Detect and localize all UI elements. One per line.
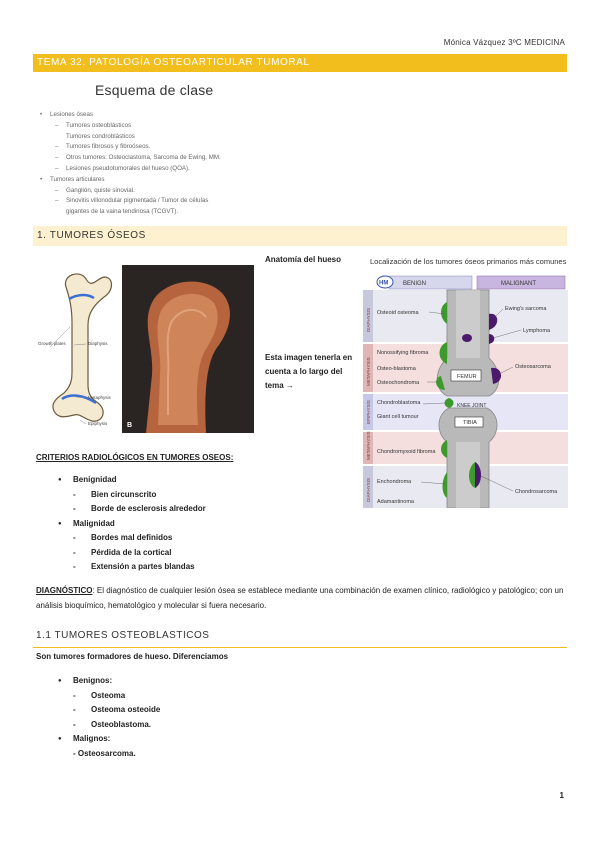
criteria-title-colon: : — [230, 453, 234, 462]
subsection-intro: Son tumores formadores de hueso. Diferen… — [36, 652, 229, 661]
photo-label: B — [127, 422, 132, 429]
benign-label: Nonossifying fibroma — [377, 350, 429, 356]
diagnostic-text: : El diagnóstico de cualquier lesión óse… — [36, 586, 564, 610]
list-item: - Osteosarcoma. — [73, 748, 136, 758]
list-item: Benignidad — [36, 473, 206, 488]
benign-header: BENIGN — [403, 281, 426, 287]
criteria-title: CRITERIOS RADIOLÓGICOS EN TUMORES OSEOS: — [36, 453, 233, 462]
scheme-item: Otros tumores: Osteoclastoma, Sarcoma de… — [38, 153, 221, 164]
malignant-label: Ewing's sarcoma — [505, 306, 547, 312]
list-item: Bordes mal definidos — [36, 531, 206, 546]
zone-label: EPIPHYSIS — [366, 400, 371, 424]
malignant-label: Chondrosarcoma — [515, 489, 558, 495]
tibia-label: TIBIA — [463, 420, 477, 426]
scheme-item: Sinovitis villonodular pigmentada / Tumo… — [38, 196, 221, 207]
malignant-label: Lymphoma — [523, 328, 551, 334]
topic-title: TEMA 32. PATOLOGÍA OSTEOARTICULAR TUMORA… — [37, 57, 310, 68]
list-item: Malignidad — [36, 517, 206, 532]
list-item: Benignos: — [36, 674, 160, 689]
list-item: Osteoblastoma. — [36, 718, 160, 733]
criteria-title-text: CRITERIOS RADIOLÓGICOS EN TUMORES OSEOS — [36, 453, 231, 462]
list-item: Borde de esclerosis alrededor — [36, 502, 206, 517]
diagram-title: Localización de los tumores óseos primar… — [370, 257, 567, 266]
scheme-item: Tumores condroblásticos — [66, 132, 135, 140]
scheme-item: Lesiones óseas — [38, 110, 221, 121]
criteria-list: Benignidad Bien circunscrito Borde de es… — [36, 473, 206, 575]
benign-label: Enchondroma — [377, 479, 412, 485]
list-item: Extensión a partes blandas — [36, 560, 206, 575]
anatomy-label: Anatomía del hueso — [265, 255, 342, 264]
page-number: 1 — [559, 791, 564, 800]
list-item: Bien circunscrito — [36, 488, 206, 503]
hm-logo: HM — [379, 281, 388, 287]
subsection-title: 1.1 TUMORES OSTEOBLASTICOS — [36, 630, 210, 641]
zone-label: DIAPHYSIS — [366, 478, 371, 502]
osteoblastic-list: Benignos: Osteoma Osteoma osteoide Osteo… — [36, 674, 160, 761]
subsection-divider — [33, 647, 567, 648]
benign-label: Adamantinoma — [377, 499, 415, 505]
scheme-item: Tumores osteoblásticos — [38, 121, 221, 132]
diagnostic-paragraph: DIAGNÓSTICO: El diagnóstico de cualquier… — [36, 583, 566, 613]
zone-label: DIAPHYSIS — [366, 308, 371, 332]
label-epiphysis: Epiphysis — [88, 421, 108, 426]
list-item: Osteoma osteoide — [36, 703, 160, 718]
section-title: 1. TUMORES ÓSEOS — [37, 230, 146, 241]
scheme-item: Lesiones pseudotumorales del hueso (QOA)… — [38, 164, 221, 175]
zone-label: METAPHYSIS — [366, 431, 371, 460]
label-metaphysis: Metaphysis — [88, 395, 112, 400]
scheme-item: Tumores articulares — [38, 175, 221, 186]
diagnostic-label: DIAGNÓSTICO — [36, 586, 93, 595]
zone-label: METAPHYSIS — [366, 357, 371, 386]
femur-drawing — [52, 273, 113, 422]
benign-label: Osteoid osteoma — [377, 310, 420, 316]
bone-anatomy-figure: Growth plates Diaphysis Metaphysis Epiph… — [38, 265, 254, 433]
scheme-item: gigantes de la vaina tendinosa (TCGVT). — [66, 208, 179, 216]
topic-bar: TEMA 32. PATOLOGÍA OSTEOARTICULAR TUMORA… — [33, 54, 567, 72]
scheme-item: Ganglión, quiste sinovial. — [38, 186, 221, 197]
benign-label: Osteo-blastoma — [377, 366, 417, 372]
benign-label: Chondroblastoma — [377, 400, 421, 406]
list-item: Pérdida de la cortical — [36, 546, 206, 561]
malignant-header: MALIGNANT — [501, 281, 536, 287]
scheme-item: Tumores fibrosos y fibroóseos. — [38, 142, 221, 153]
scheme-title: Esquema de clase — [95, 82, 214, 98]
list-item: Osteoma — [36, 689, 160, 704]
header-author: Mónica Vázquez 3ºC MEDICINA — [443, 38, 565, 47]
benign-label: Osteochondroma — [377, 380, 420, 386]
tumor-location-diagram: DIAPHYSIS METAPHYSIS EPIPHYSIS METAPHYSI… — [363, 272, 568, 508]
knee-joint-label: KNEE JOINT — [457, 403, 486, 409]
bone-section-photo: B — [122, 265, 254, 433]
benign-label: Chondromyxoid fibroma — [377, 449, 436, 455]
list-item: Malignos: — [36, 732, 160, 747]
label-growth-plates: Growth plates — [38, 341, 67, 346]
label-diaphysis: Diaphysis — [88, 341, 108, 346]
malignant-label: Osteosarcoma — [515, 364, 552, 370]
femur-label: FEMUR — [457, 374, 477, 380]
note-text: Esta imagen tenerla en cuenta a lo largo… — [265, 353, 353, 390]
section-heading-bar: 1. TUMORES ÓSEOS — [33, 226, 567, 246]
benign-label: Giant cell tumour — [377, 414, 419, 420]
scheme-outline: Lesiones óseas Tumores osteoblásticos Tu… — [38, 110, 221, 218]
